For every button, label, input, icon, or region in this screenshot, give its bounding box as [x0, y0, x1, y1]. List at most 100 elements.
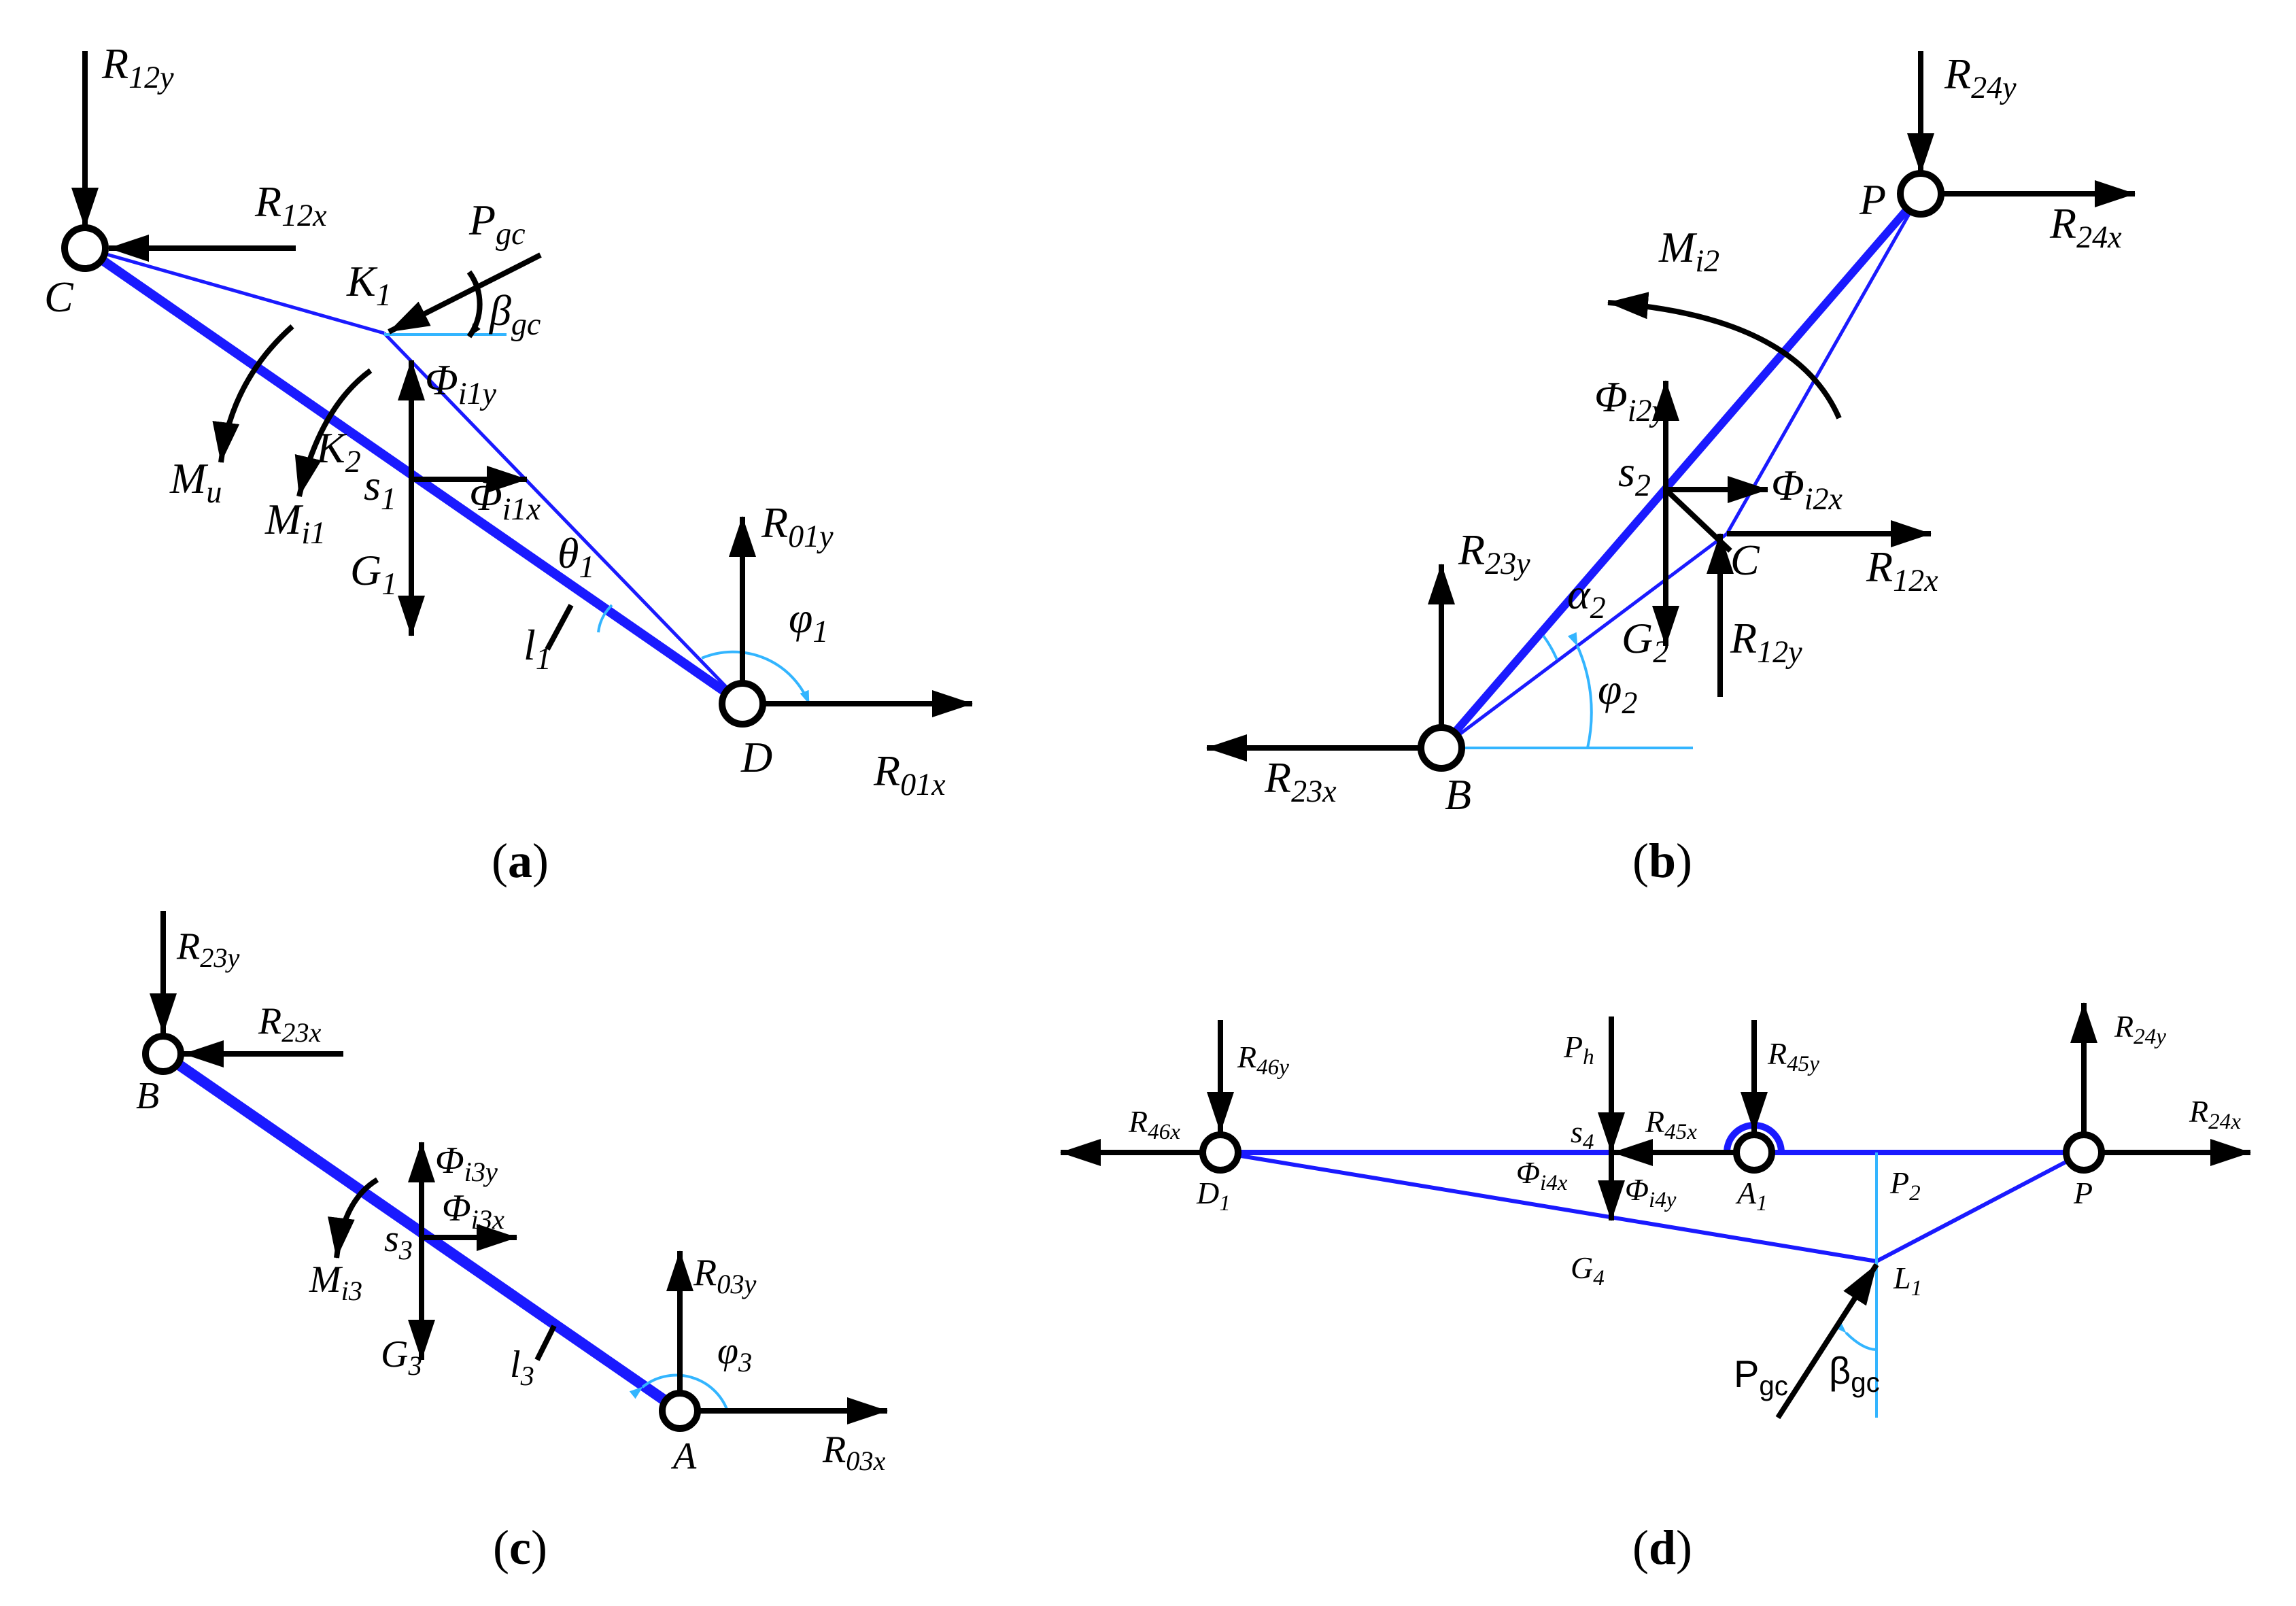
phi1-arc: [701, 650, 810, 704]
label-s1: s1: [364, 461, 396, 516]
label-phi2: φ2: [1598, 665, 1637, 720]
label-R45y: R45y: [1767, 1036, 1819, 1076]
label-Phi-i1y: Φi1y: [425, 356, 497, 411]
label-R12x: R12x: [254, 177, 327, 233]
label-R12y: R12y: [101, 39, 174, 95]
label-Phi-i1x: Φi1x: [469, 471, 541, 526]
Mi3-moment: [328, 1177, 379, 1259]
label-beta-gc-d: βgc: [1829, 1349, 1880, 1398]
label-G3: G3: [381, 1333, 422, 1381]
Mu-moment: [212, 324, 294, 463]
label-s2: s2: [1618, 447, 1651, 502]
caption-a: (a): [492, 834, 549, 888]
label-P-d: P: [2073, 1176, 2093, 1210]
joint-D: [719, 680, 766, 728]
alpha2-arc: [1542, 634, 1558, 660]
label-R01x: R01x: [873, 747, 946, 802]
theta1-arc: [597, 604, 613, 633]
joint-D1: [1199, 1131, 1241, 1174]
label-Phi-i3x: Φi3x: [442, 1187, 504, 1235]
label-G4: G4: [1571, 1250, 1605, 1291]
phi2-arc: [1567, 632, 1593, 749]
link-4-lower-right: [1875, 1150, 2085, 1263]
label-L1: L1: [1893, 1261, 1922, 1301]
label-Phi-i2y: Φi2y: [1594, 373, 1666, 428]
label-beta-gc: βgc: [488, 286, 541, 341]
label-phi1: φ1: [789, 594, 828, 649]
joint-A1: [1733, 1131, 1775, 1174]
label-l1: l1: [524, 621, 551, 676]
label-R46x: R46x: [1128, 1104, 1180, 1144]
phi3-arc: [629, 1373, 729, 1412]
label-G1: G1: [350, 546, 397, 601]
label-C: C: [44, 273, 74, 321]
label-P: P: [1859, 175, 1886, 224]
joint-P-d: [2063, 1131, 2105, 1174]
label-D1: D1: [1196, 1176, 1231, 1216]
label-Phi-i4x: Φi4x: [1516, 1155, 1568, 1195]
panel-a: R12y R12x Pgc C K1 βgc Φi1y K2 Mu s1 Φi1…: [44, 39, 973, 888]
label-Pgc-d: Pgc: [1734, 1352, 1788, 1401]
label-R23x-c: R23x: [258, 1000, 322, 1048]
label-R46y: R46y: [1237, 1040, 1289, 1080]
label-R01y: R01y: [761, 498, 834, 553]
label-l3: l3: [510, 1344, 534, 1391]
label-R12y-b: R12y: [1730, 614, 1802, 669]
label-R23y-c: R23y: [176, 925, 240, 973]
caption-c: (c): [493, 1520, 547, 1575]
label-R24x-d: R24x: [2189, 1094, 2241, 1134]
label-Mu: Mu: [169, 454, 222, 509]
link-4-lower-left: [1220, 1150, 1877, 1263]
link-2-lower: [1440, 532, 1728, 749]
label-R24y-d: R24y: [2114, 1009, 2166, 1049]
label-R24x: R24x: [2049, 199, 2122, 254]
label-B-c: B: [136, 1075, 159, 1117]
beta-gc-arc: [466, 270, 483, 339]
label-R45x: R45x: [1645, 1104, 1697, 1144]
label-Ph: Ph: [1563, 1029, 1594, 1070]
label-D: D: [740, 733, 772, 781]
panel-c: R23y R23x B Φi3y Φi3x s3 Mi3 R03y φ3 G3 …: [136, 911, 888, 1575]
label-s3: s3: [384, 1218, 413, 1265]
caption-b: (b): [1632, 834, 1692, 888]
label-K1: K1: [346, 257, 392, 312]
label-phi3: φ3: [717, 1330, 752, 1378]
Pgc-arrow: [388, 252, 542, 335]
label-C-b: C: [1730, 536, 1760, 584]
label-Phi-i4y: Φi4y: [1625, 1172, 1677, 1212]
label-K2: K2: [315, 424, 361, 479]
label-A: A: [670, 1435, 697, 1477]
label-R23x: R23x: [1264, 753, 1337, 808]
label-R23y: R23y: [1458, 526, 1530, 581]
Mi1-moment: [294, 368, 373, 497]
Pgc-arrow-d: [1775, 1263, 1879, 1420]
panel-b: R24y P R24x Mi2 Φi2y s2 Φi2x R23y C R12x…: [1206, 50, 2136, 888]
beta-gc-arc-d: [1833, 1320, 1877, 1351]
l1-leader: [545, 604, 574, 651]
label-Phi-i2x: Φi2x: [1771, 461, 1843, 516]
joint-P: [1897, 170, 1944, 218]
label-Mi3: Mi3: [309, 1259, 362, 1306]
joint-B-c: [142, 1033, 184, 1075]
Mi2-moment: [1607, 292, 1842, 420]
joint-B: [1418, 724, 1465, 772]
label-R03y: R03y: [693, 1252, 757, 1299]
label-R12x-b: R12x: [1866, 543, 1938, 598]
label-Mi2: Mi2: [1658, 223, 1719, 278]
label-R03x: R03x: [822, 1429, 886, 1476]
label-alpha2: α2: [1567, 570, 1606, 625]
label-B-b: B: [1445, 770, 1471, 819]
panel-d: R46y Ph R45y R24y R46x s4 R45x R24x D1 Φ…: [1060, 1002, 2251, 1575]
label-s4: s4: [1571, 1114, 1594, 1155]
l3-leader: [534, 1325, 557, 1361]
joint-C: [61, 224, 109, 272]
link-1-right: [383, 332, 744, 705]
label-P2: P2: [1889, 1165, 1921, 1206]
caption-d: (d): [1632, 1520, 1692, 1575]
label-Phi-i3y: Φi3y: [435, 1140, 498, 1187]
label-A1: A1: [1735, 1176, 1768, 1216]
joint-A: [659, 1390, 701, 1432]
link-1-upper: [84, 246, 385, 335]
label-G2: G2: [1622, 614, 1668, 669]
